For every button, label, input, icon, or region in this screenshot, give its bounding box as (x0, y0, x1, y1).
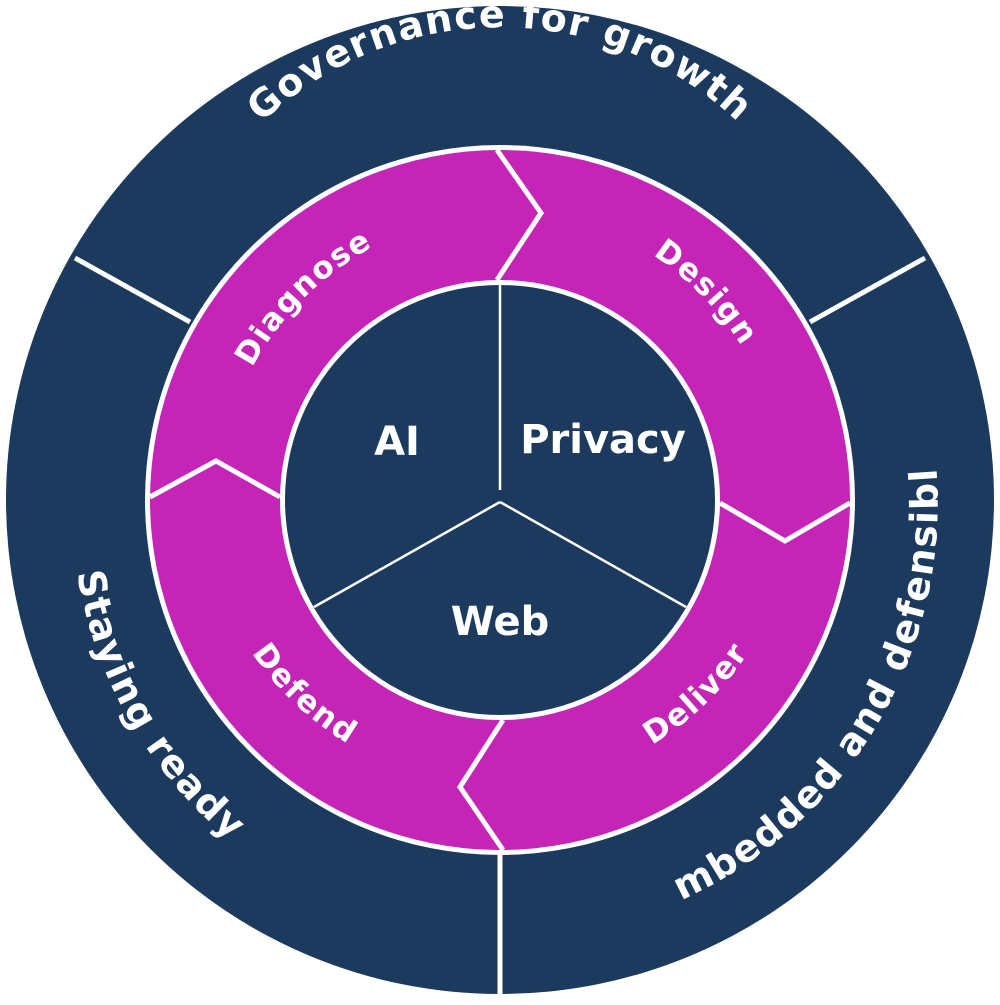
core-label-web: Web (451, 599, 549, 645)
core-dividers (313, 285, 687, 609)
core-label-ai: AI (374, 419, 420, 465)
core-circle (285, 285, 715, 715)
outer-divider-right (808, 255, 927, 325)
chevron-top (494, 148, 545, 282)
outer-ring-dividers (73, 255, 927, 996)
core-divider-right (499, 500, 687, 609)
chevron-right (718, 500, 852, 544)
middle-ring-chevrons (148, 148, 852, 852)
chevron-left (148, 458, 282, 500)
core-label-privacy: Privacy (520, 417, 686, 463)
chevron-bottom (457, 718, 506, 852)
outer-divider-left (73, 255, 192, 325)
core-divider-left (313, 500, 501, 609)
